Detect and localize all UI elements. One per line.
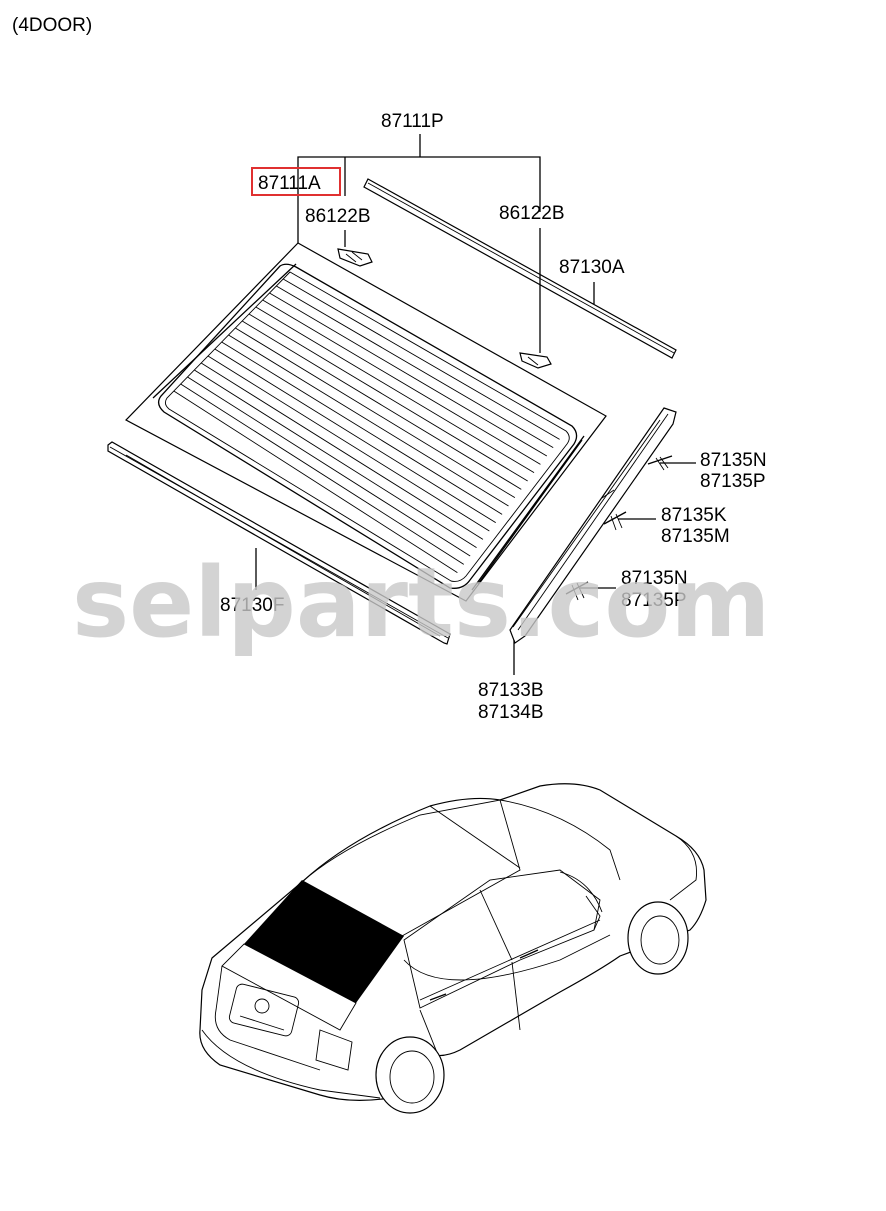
defroster-line xyxy=(241,320,522,490)
label-87134B: 87134B xyxy=(478,702,544,723)
label-87111A[interactable]: 87111A xyxy=(258,173,321,194)
label-87133B: 87133B xyxy=(478,680,544,701)
defroster-lines xyxy=(173,278,560,574)
defroster-line xyxy=(221,341,503,515)
defroster-line xyxy=(187,376,471,557)
side-moulding[interactable] xyxy=(509,407,677,644)
defroster-line xyxy=(235,327,516,499)
clip-low[interactable] xyxy=(565,581,589,601)
defroster-line xyxy=(276,285,554,449)
label-87135M: 87135M xyxy=(661,526,730,547)
defroster-line xyxy=(194,369,477,549)
label-87135P-mid: 87135P xyxy=(621,590,687,611)
defroster-line xyxy=(214,348,496,524)
watermark: selparts.com xyxy=(72,547,770,659)
label-87135N-mid: 87135N xyxy=(621,568,688,589)
rear-glass[interactable] xyxy=(125,242,607,602)
defroster-line xyxy=(255,306,535,474)
defroster-line xyxy=(207,355,490,532)
label-87135N-top: 87135N xyxy=(700,450,767,471)
top-moulding[interactable] xyxy=(363,178,677,359)
glass-frame xyxy=(152,263,585,591)
defroster-line xyxy=(200,362,484,540)
defroster-line xyxy=(262,299,541,465)
defroster-line xyxy=(269,292,548,457)
label-86122B-left: 86122B xyxy=(305,206,371,227)
clip-mid[interactable] xyxy=(601,489,627,531)
leader-lines xyxy=(255,134,696,675)
lower-moulding[interactable] xyxy=(107,441,451,645)
defroster-line xyxy=(282,278,560,440)
dam-pad-right[interactable] xyxy=(519,352,552,369)
defroster-line xyxy=(228,334,509,507)
car-illustration xyxy=(199,783,707,1114)
label-87130A: 87130A xyxy=(559,257,625,278)
diagram-title: (4DOOR) xyxy=(12,15,92,36)
defroster-line xyxy=(180,383,465,565)
label-87130F: 87130F xyxy=(220,595,284,616)
label-86122B-right: 86122B xyxy=(499,203,565,224)
label-87135K: 87135K xyxy=(661,505,727,526)
dam-pad-left[interactable] xyxy=(337,248,373,267)
car-rear-window xyxy=(244,880,404,1003)
defroster-line xyxy=(173,390,458,574)
label-87135P-top: 87135P xyxy=(700,471,766,492)
label-87111P: 87111P xyxy=(381,111,444,132)
defroster-line xyxy=(248,313,528,482)
highlight-box xyxy=(251,167,341,196)
